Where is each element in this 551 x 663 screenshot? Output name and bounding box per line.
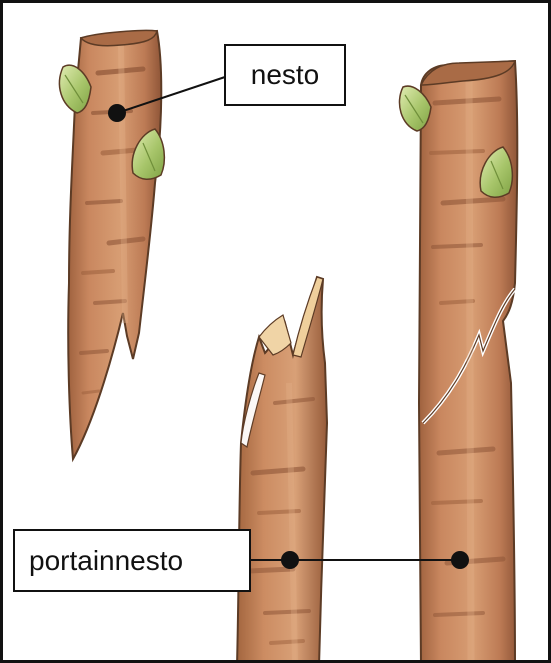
scion-marker-dot: [108, 104, 126, 122]
rootstock-marker-dot-middle: [281, 551, 299, 569]
rootstock-label: portainnesto: [13, 529, 251, 592]
scion-label: nesto: [224, 44, 346, 106]
rootstock-stem: [237, 277, 327, 663]
rootstock-marker-dot-right: [451, 551, 469, 569]
